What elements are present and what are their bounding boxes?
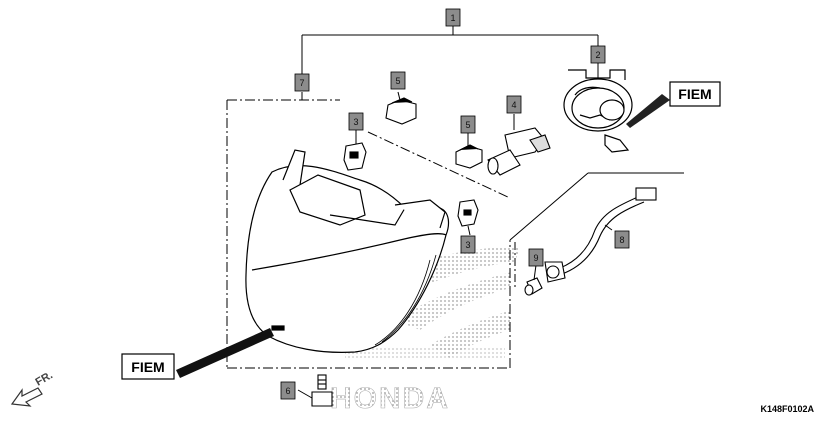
callout-3b: 3 <box>460 235 476 254</box>
maker-label-lower: FIEM <box>121 353 175 380</box>
front-direction-label: FR. <box>34 369 55 388</box>
leader-lines <box>297 62 613 399</box>
harness-frame <box>509 172 684 290</box>
svg-text:1: 1 <box>450 13 455 23</box>
svg-text:3: 3 <box>353 117 358 127</box>
brand-watermark-text: HONDA <box>330 382 450 415</box>
callout-2: 2 <box>590 45 606 64</box>
svg-text:5: 5 <box>395 76 400 86</box>
clip-part-3b <box>457 199 479 227</box>
svg-text:6: 6 <box>285 386 290 396</box>
clip-part-5a <box>385 97 417 125</box>
front-direction-indicator: FR. <box>10 369 55 407</box>
headlight-bulb <box>487 127 551 176</box>
svg-text:3: 3 <box>465 240 470 250</box>
svg-text:5: 5 <box>465 120 470 130</box>
wire-harness <box>544 187 657 283</box>
clip-part-5b <box>455 144 483 169</box>
front-arrow-icon <box>10 387 43 407</box>
callout-1: 1 <box>445 8 461 27</box>
headlight-case <box>563 69 633 153</box>
svg-text:8: 8 <box>619 235 624 245</box>
callout-5b: 5 <box>460 115 476 134</box>
svg-text:4: 4 <box>511 100 516 110</box>
position-bulb <box>524 277 543 296</box>
callout-6: 6 <box>280 381 296 400</box>
callout-3a: 3 <box>348 112 364 131</box>
svg-text:7: 7 <box>299 78 304 88</box>
svg-text:FIEM: FIEM <box>678 86 711 102</box>
maker-arrow-lower <box>176 328 274 378</box>
callout-4: 4 <box>506 95 522 114</box>
headlight-unit <box>245 149 450 353</box>
callout-8: 8 <box>614 230 630 249</box>
svg-text:FIEM: FIEM <box>131 359 164 375</box>
callout-9: 9 <box>528 248 544 267</box>
maker-label-upper: FIEM <box>669 81 721 107</box>
svg-text:2: 2 <box>595 50 600 60</box>
svg-text:9: 9 <box>533 253 538 263</box>
assembly-bracket <box>301 26 599 74</box>
screw-part <box>311 374 333 407</box>
maker-arrow-upper <box>626 94 670 128</box>
headlight-frame <box>226 92 511 369</box>
clip-part-3a <box>343 142 367 171</box>
callout-7: 7 <box>294 73 310 92</box>
diagram-code: K148F0102A <box>760 404 814 414</box>
callout-5a: 5 <box>390 71 406 90</box>
